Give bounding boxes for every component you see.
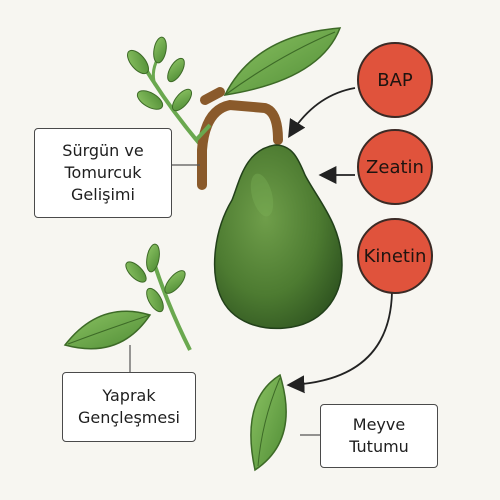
shoot-sprig-icon	[127, 36, 207, 152]
kinetin-arrow	[286, 291, 393, 394]
shoot-bud-development-label: Sürgün ve Tomurcuk Gelişimi	[34, 128, 172, 218]
shoot-bud-line-3: Gelişimi	[71, 185, 135, 204]
shoot-bud-line-2: Tomurcuk	[64, 163, 142, 182]
fruit-set-label: Meyve Tutumu	[320, 404, 438, 468]
leaf-rejuvenation-line-2: Gençleşmesi	[77, 408, 180, 427]
stem-icon	[194, 87, 283, 190]
bap-hormone-circle: BAP	[357, 42, 433, 118]
kinetin-hormone-circle: Kinetin	[357, 218, 433, 294]
fruit-set-line-1: Meyve	[352, 415, 406, 434]
shoot-bud-line-1: Sürgün ve	[62, 141, 144, 160]
leaf-icon	[223, 27, 342, 96]
leaf-icon	[63, 310, 152, 372]
leaf-rejuvenation-line-1: Yaprak	[102, 386, 156, 405]
fruit-set-line-2: Tutumu	[349, 437, 409, 456]
avocado-fruit-icon	[213, 144, 343, 330]
bap-arrow	[288, 87, 356, 139]
zeatin-hormone-circle: Zeatin	[357, 129, 433, 205]
leaf-rejuvenation-label: Yaprak Gençleşmesi	[62, 372, 196, 442]
leaf-icon	[250, 373, 320, 472]
shoot-sprig-icon	[125, 243, 192, 351]
